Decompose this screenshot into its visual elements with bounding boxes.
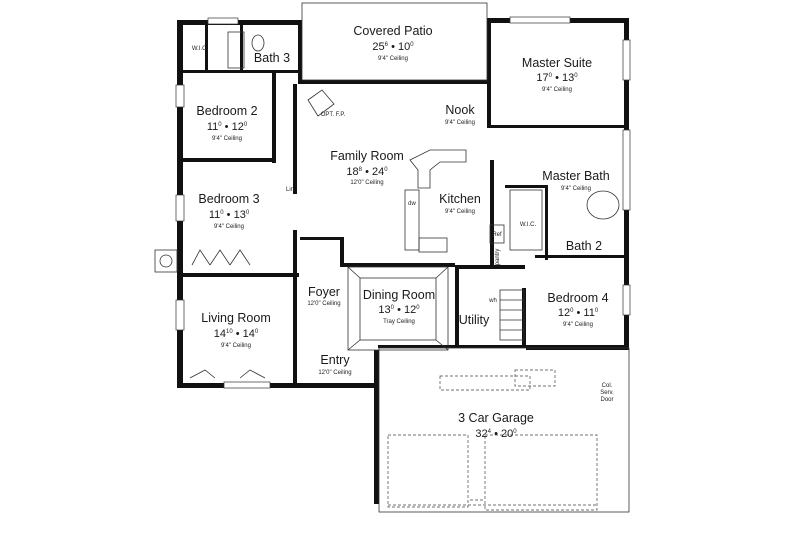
- master-wic-shelf: [509, 189, 543, 251]
- family-room-ceiling: 12'0" Ceiling: [350, 180, 383, 186]
- bath2-label: Bath 2: [566, 239, 602, 253]
- foyer-label: Foyer: [308, 285, 340, 299]
- dining-room-ceiling: Tray Ceiling: [383, 319, 415, 325]
- bath3-wic-label: W.I.C.: [192, 46, 209, 52]
- closet-doors: [189, 249, 266, 379]
- compass: [154, 249, 178, 273]
- utility-label: Utility: [459, 313, 490, 327]
- stairs: [499, 289, 525, 341]
- living-room-ceiling: 9'4" Ceiling: [221, 343, 251, 349]
- family-room-dims: 188 • 240: [346, 166, 388, 178]
- windows: [175, 16, 631, 389]
- master-tub: [586, 190, 620, 220]
- master-bath-label: Master Bath: [542, 169, 609, 183]
- bedroom2-label: Bedroom 2: [196, 104, 257, 118]
- bedroom4-ceiling: 9'4" Ceiling: [563, 322, 593, 328]
- covered-patio-ceiling: 9'4" Ceiling: [378, 56, 408, 62]
- dw-label: dw: [408, 201, 416, 207]
- fireplace: [307, 89, 335, 117]
- foyer-ceiling: 12'0" Ceiling: [307, 301, 340, 307]
- nook-label: Nook: [445, 103, 475, 117]
- garage-details: [378, 347, 630, 513]
- bedroom3-ceiling: 9'4" Ceiling: [214, 224, 244, 230]
- garage-label: 3 Car Garage: [458, 411, 534, 425]
- serv-door-label-3: Door: [600, 397, 613, 403]
- opt-fp-label: OPT. F.P.: [321, 112, 346, 118]
- pantry-label: pantry: [495, 249, 501, 266]
- entry-ceiling: 12'0" Ceiling: [318, 370, 351, 376]
- dining-room-dims: 130 • 120: [378, 304, 420, 316]
- bath3-label: Bath 3: [254, 51, 290, 65]
- bedroom4-dims: 120 • 110: [558, 307, 599, 319]
- bedroom4-label: Bedroom 4: [547, 291, 608, 305]
- wh-label: wh: [488, 298, 497, 304]
- living-room-label: Living Room: [201, 311, 270, 325]
- bedroom2-ceiling: 9'4" Ceiling: [212, 136, 242, 142]
- serv-door-label-2: Serv.: [600, 390, 614, 396]
- nook-ceiling: 9'4" Ceiling: [445, 120, 475, 126]
- tray-ceiling: [347, 266, 449, 351]
- master-wic-label: W.I.C.: [520, 222, 537, 228]
- serv-door-label-1: Col.: [602, 383, 613, 389]
- master-suite-dims: 170 • 130: [536, 72, 578, 84]
- patio-outline: [301, 2, 488, 81]
- entry-label: Entry: [320, 353, 350, 367]
- bedroom2-dims: 110 • 120: [207, 121, 248, 133]
- covered-patio-dims: 256 • 100: [372, 41, 414, 53]
- covered-patio-label: Covered Patio: [353, 24, 432, 38]
- garage-dims: 324 • 200: [475, 428, 517, 440]
- bath3-tub: [227, 31, 245, 69]
- interior-walls: [181, 20, 629, 504]
- master-suite-ceiling: 9'4" Ceiling: [542, 87, 572, 93]
- family-room-label: Family Room: [330, 149, 404, 163]
- kitchen-label: Kitchen: [439, 192, 481, 206]
- dining-room-label: Dining Room: [363, 288, 435, 302]
- kitchen-counters: [404, 149, 505, 253]
- bedroom3-label: Bedroom 3: [198, 192, 259, 206]
- ref-label: Ref: [492, 232, 502, 238]
- bath3-toilet: [251, 34, 265, 52]
- bedroom3-dims: 110 • 130: [209, 209, 250, 221]
- lin-label: Lin: [286, 187, 294, 193]
- master-bath-ceiling: 9'4" Ceiling: [561, 186, 591, 192]
- master-suite-label: Master Suite: [522, 56, 592, 70]
- kitchen-ceiling: 9'4" Ceiling: [445, 209, 475, 215]
- living-room-dims: 1410 • 140: [214, 328, 259, 340]
